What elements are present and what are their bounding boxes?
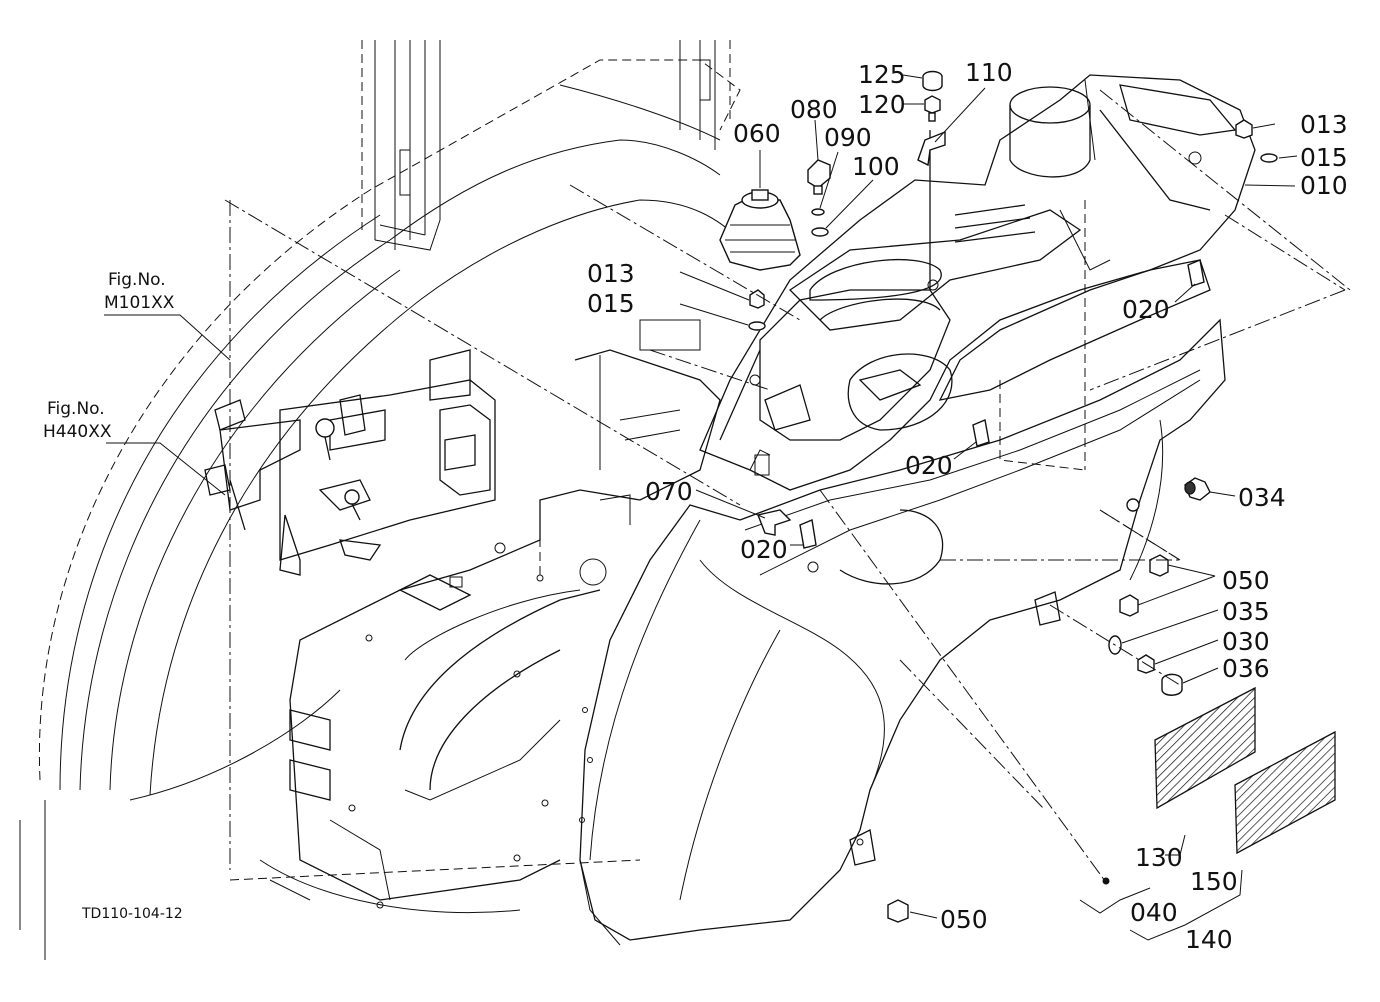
clip-020-group bbox=[799, 259, 1205, 549]
construction-lines bbox=[224, 89, 1351, 882]
side-panel bbox=[579, 318, 1226, 946]
part-callout-013: 013 bbox=[1300, 110, 1348, 139]
bolt-050-right bbox=[1119, 554, 1169, 617]
bracket-110 bbox=[917, 130, 946, 167]
shift-boot bbox=[719, 189, 801, 271]
part-callout-060: 060 bbox=[733, 119, 781, 148]
cap-036 bbox=[1161, 673, 1183, 696]
part-callout-020: 020 bbox=[740, 535, 788, 564]
part-callout-130: 130 bbox=[1135, 843, 1183, 872]
part-callout-140: 140 bbox=[1185, 925, 1233, 954]
knob-080 bbox=[807, 159, 831, 237]
reference-h440xx: Fig.No. H440XX bbox=[43, 399, 112, 442]
reference-label: Fig.No. bbox=[47, 399, 105, 419]
part-callout-150: 150 bbox=[1190, 867, 1238, 896]
label-plate-150 bbox=[1234, 730, 1336, 855]
part-callout-100: 100 bbox=[852, 152, 900, 181]
part-callout-034: 034 bbox=[1238, 483, 1286, 512]
reference-label: Fig.No. bbox=[108, 270, 166, 290]
part-callouts: 125 120 110 080 090 100 060 013 015 013 … bbox=[587, 58, 1348, 954]
label-plate-130 bbox=[1154, 686, 1256, 810]
figure-code: TD110-104-12 bbox=[81, 906, 183, 922]
part-callout-020: 020 bbox=[1122, 295, 1170, 324]
part-callout-070: 070 bbox=[645, 477, 693, 506]
part-callout-036: 036 bbox=[1222, 654, 1270, 683]
part-callout-080: 080 bbox=[790, 95, 838, 124]
bolt-013-right bbox=[1235, 119, 1278, 163]
part-callout-030: 030 bbox=[1222, 627, 1270, 656]
part-callout-090: 090 bbox=[824, 123, 872, 152]
bolt-120 bbox=[924, 95, 941, 122]
part-callout-125: 125 bbox=[858, 60, 906, 89]
console-cover bbox=[699, 74, 1256, 491]
grommet-034 bbox=[1184, 477, 1211, 501]
reference-number: M101XX bbox=[104, 293, 175, 313]
part-callout-015: 015 bbox=[587, 289, 635, 318]
cap-125 bbox=[922, 70, 943, 92]
lever-bracket bbox=[204, 349, 496, 576]
part-callout-120: 120 bbox=[858, 90, 906, 119]
leader-lines bbox=[104, 74, 1298, 941]
part-callout-050: 050 bbox=[1222, 566, 1270, 595]
bolt-013-left bbox=[748, 289, 766, 331]
bolt-050-bottom bbox=[887, 899, 909, 923]
reference-number: H440XX bbox=[43, 422, 112, 442]
part-callout-020: 020 bbox=[905, 451, 953, 480]
part-callout-035: 035 bbox=[1222, 597, 1270, 626]
part-callout-050: 050 bbox=[940, 905, 988, 934]
part-callout-010: 010 bbox=[1300, 171, 1348, 200]
floor-plate bbox=[289, 319, 721, 909]
clip-070 bbox=[757, 509, 792, 536]
part-callout-015: 015 bbox=[1300, 143, 1348, 172]
part-callout-110: 110 bbox=[965, 58, 1013, 87]
part-callout-013: 013 bbox=[587, 259, 635, 288]
cab-frame bbox=[19, 40, 741, 960]
reference-m101xx: Fig.No. M101XX bbox=[104, 270, 175, 313]
part-callout-040: 040 bbox=[1130, 898, 1178, 927]
